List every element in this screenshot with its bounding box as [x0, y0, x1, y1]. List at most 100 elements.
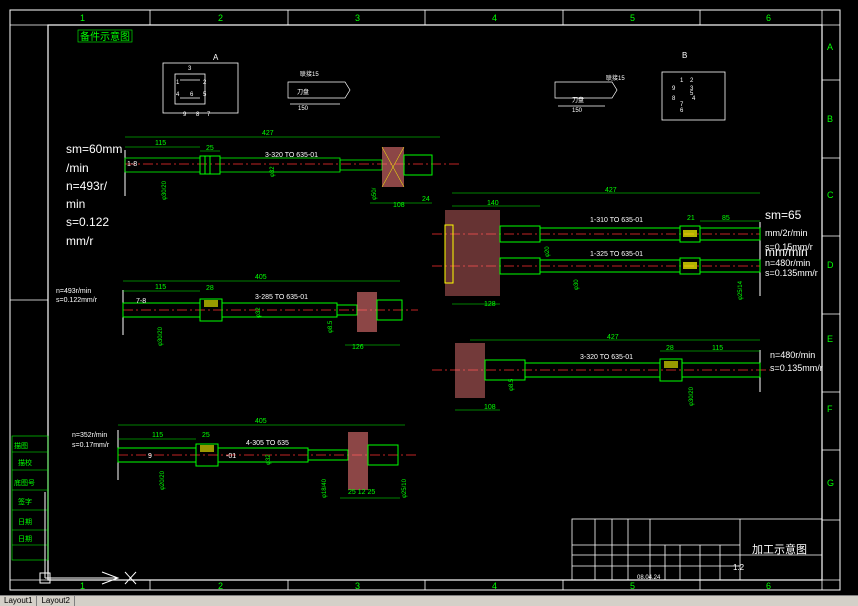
- svg-text:联接15: 联接15: [300, 70, 319, 78]
- grid-col-labels: 1 2 3 4 5 6 1 2 3 4 5 6: [80, 13, 771, 591]
- grid-col-5: 5: [630, 13, 635, 23]
- svg-text:φ30: φ30: [574, 279, 580, 290]
- grid-row-labels: A B C D E F G: [827, 42, 834, 488]
- svg-text:115: 115: [155, 284, 166, 291]
- tool-3: [122, 280, 418, 346]
- svg-text:φ8.5: φ8.5: [328, 320, 334, 333]
- title-block-title: 加工示意图: [752, 542, 807, 556]
- svg-text:25: 25: [202, 432, 210, 439]
- params-block-5: n=352r/min s=0.17mm/r: [72, 432, 110, 449]
- tool4-overall: 427: [607, 334, 619, 341]
- tool-1: [124, 136, 460, 204]
- svg-text:φ30/20: φ30/20: [162, 180, 168, 200]
- tool1-overall: 427: [262, 130, 274, 137]
- svg-text:日期: 日期: [18, 535, 32, 543]
- svg-text:4: 4: [176, 92, 180, 98]
- view-a-title: A: [213, 53, 219, 62]
- svg-text:s=0.135mm/r: s=0.135mm/r: [770, 363, 823, 373]
- grid-col-4-bottom: 4: [492, 581, 497, 591]
- tool2-overall: 427: [605, 187, 617, 194]
- svg-text:28: 28: [206, 285, 214, 292]
- svg-text:115: 115: [155, 140, 166, 147]
- grid-row-b: B: [827, 114, 833, 124]
- svg-text:φ30/20: φ30/20: [689, 386, 695, 406]
- svg-text:日期: 日期: [18, 518, 32, 526]
- svg-text:126: 126: [352, 344, 364, 351]
- tool1-spec: 3-320 TO 635-01: [265, 152, 318, 159]
- tool3-spec: 3-285 TO 635-01: [255, 294, 308, 301]
- svg-text:9: 9: [148, 453, 152, 460]
- tool-5: [117, 424, 418, 499]
- left-stamp-table: [11, 435, 49, 561]
- svg-text:mm/2r/min: mm/2r/min: [765, 228, 808, 238]
- title-block-scale: 1:2: [733, 563, 745, 572]
- svg-text:9: 9: [672, 86, 676, 92]
- svg-text:s=0.122: s=0.122: [66, 215, 109, 229]
- svg-text:24: 24: [422, 196, 430, 203]
- svg-text:描图: 描图: [14, 441, 28, 450]
- svg-text:s=0.17mm/r: s=0.17mm/r: [72, 442, 110, 449]
- svg-text:6: 6: [190, 92, 194, 98]
- svg-text:2: 2: [690, 78, 694, 84]
- svg-text:7-8: 7-8: [136, 298, 146, 305]
- svg-text:25: 25: [206, 145, 214, 152]
- grid-col-1: 1: [80, 13, 85, 23]
- svg-text:mm/min: mm/min: [765, 245, 808, 259]
- svg-text:-01: -01: [226, 453, 236, 460]
- svg-text:min: min: [66, 197, 85, 211]
- svg-text:n=352r/min: n=352r/min: [72, 432, 107, 439]
- svg-text:刀盘: 刀盘: [572, 96, 584, 104]
- svg-text:n=480r/min: n=480r/min: [765, 258, 810, 268]
- grid-row-e: E: [827, 334, 833, 344]
- svg-text:25 12 25: 25 12 25: [348, 489, 375, 496]
- svg-text:mm/r: mm/r: [66, 234, 93, 248]
- tab-layout2[interactable]: Layout2: [37, 596, 75, 606]
- svg-text:φ18/40: φ18/40: [322, 478, 328, 498]
- tool3-overall: 405: [255, 274, 267, 281]
- svg-text:/min: /min: [66, 161, 89, 175]
- params-block-2: sm=65 mm/2r/min s=0.15mm/r mm/min n=480r…: [765, 208, 818, 278]
- svg-text:4: 4: [692, 96, 696, 102]
- svg-text:7: 7: [680, 102, 684, 108]
- svg-text:115: 115: [712, 345, 723, 352]
- svg-text:1: 1: [176, 80, 180, 86]
- title-block-date: 08.04.24: [637, 575, 661, 581]
- svg-text:7: 7: [207, 112, 211, 118]
- svg-text:115: 115: [152, 432, 163, 439]
- view-a: [162, 62, 239, 114]
- svg-text:刀盘: 刀盘: [297, 88, 309, 96]
- outer-frame: [9, 9, 841, 591]
- svg-text:3: 3: [188, 66, 192, 72]
- view-b: [661, 71, 726, 121]
- detail-b: [554, 81, 618, 107]
- svg-text:21: 21: [687, 215, 695, 222]
- detail-a: [287, 81, 351, 105]
- svg-text:sm=60mm: sm=60mm: [66, 142, 122, 156]
- tool2-spec2: 1-325 TO 635-01: [590, 251, 643, 258]
- svg-text:28: 28: [666, 345, 674, 352]
- svg-text:底图号: 底图号: [14, 478, 35, 487]
- svg-text:150: 150: [298, 106, 309, 112]
- tab-layout1[interactable]: Layout1: [0, 596, 38, 606]
- tool5-spec: 4-305 TO 635: [246, 440, 289, 447]
- svg-text:5: 5: [203, 92, 207, 98]
- svg-text:n=493r/: n=493r/: [66, 179, 108, 193]
- svg-text:s=0.15mm/r: s=0.15mm/r: [765, 242, 813, 252]
- grid-col-1-bottom: 1: [80, 581, 85, 591]
- svg-text:1-8: 1-8: [127, 161, 137, 168]
- grid-col-2: 2: [218, 13, 223, 23]
- title-block: [571, 518, 823, 581]
- grid-col-2-bottom: 2: [218, 581, 223, 591]
- svg-text:φ32: φ32: [256, 307, 262, 318]
- svg-text:φ20: φ20: [545, 246, 551, 257]
- svg-text:n=493r/min: n=493r/min: [56, 288, 91, 295]
- tool5-overall: 405: [255, 418, 267, 425]
- grid-row-a: A: [827, 42, 833, 52]
- sheet-label: 备件示意图: [80, 30, 130, 43]
- grid-row-g: G: [827, 478, 834, 488]
- grid-col-5-bottom: 5: [630, 581, 635, 591]
- svg-text:8: 8: [672, 96, 676, 102]
- tool-4: [432, 339, 770, 411]
